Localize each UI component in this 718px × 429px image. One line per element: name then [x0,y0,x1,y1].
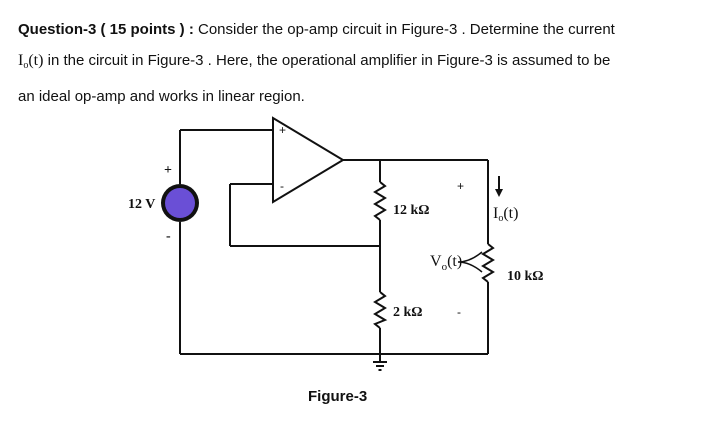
io-label: Io(t) [493,205,518,224]
io-symbol: I [493,205,498,222]
opamp-triangle [272,116,345,204]
resistor-2k [373,291,388,329]
current-subscript: o [23,60,29,71]
circuit-wires [179,116,500,371]
question-text: Question-3 ( 15 points ) : Consider the … [18,14,698,112]
rl-label: 10 kΩ [507,269,544,284]
vo-argument: (t) [447,253,462,270]
question-label: Question-3 ( 15 points ) : [18,21,194,38]
source-plus: + [164,163,172,178]
opamp-minus-sign: - [280,179,284,193]
voltage-source [165,188,195,218]
question-text-3: an ideal op-amp and works in linear regi… [18,88,305,105]
source-label: 12 V [128,197,155,212]
question-text-1: Consider the op-amp circuit in Figure-3 … [193,21,615,38]
r1-label: 12 kΩ [393,203,430,218]
question-line-1: Question-3 ( 15 points ) : Consider the … [18,14,698,45]
resistor-12k [373,181,387,221]
question-line-3: an ideal op-amp and works in linear regi… [18,81,698,112]
question-text-2: in the circuit in Figure-3 . Here, the o… [43,52,611,69]
r2-label: 2 kΩ [393,305,423,320]
current-symbol: I [18,52,24,69]
current-arrow-head [495,189,503,197]
vo-minus: - [457,305,461,319]
vo-label: Vo(t) [430,253,462,273]
figure-caption: Figure-3 [308,388,368,405]
question-line-2: Io(t) in the circuit in Figure-3 . Here,… [18,45,698,81]
vo-bracket [457,251,483,273]
current-argument: (t) [28,52,44,69]
vo-plus: + [457,179,464,193]
io-subscript: o [498,213,503,224]
opamp-plus-sign: + [279,123,286,137]
io-argument: (t) [503,205,518,222]
resistor-10k [481,243,495,283]
vo-subscript: o [442,261,448,273]
vo-symbol: V [430,253,442,270]
source-minus: - [166,229,171,244]
